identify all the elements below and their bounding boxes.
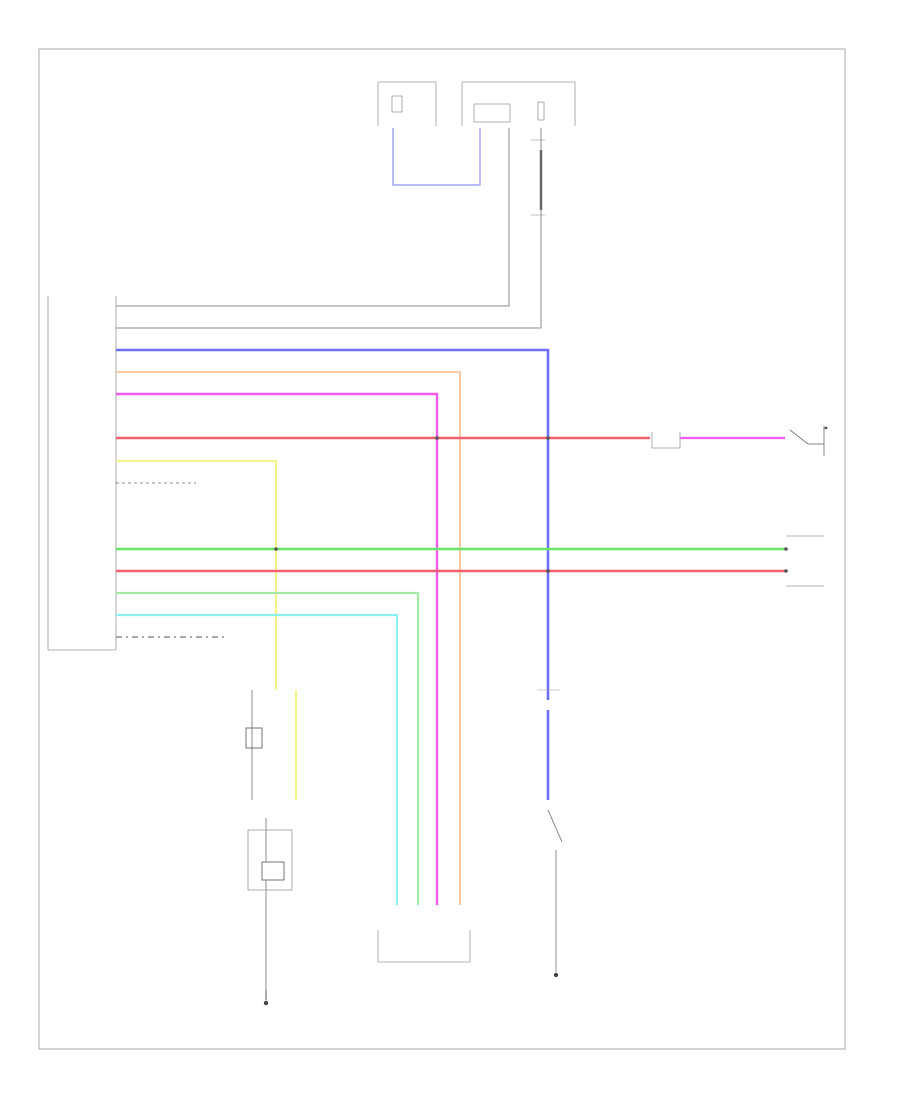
trans-unit-block <box>377 930 471 963</box>
junction-dot <box>435 436 439 440</box>
rear-connector-block <box>247 818 293 990</box>
right-lower-switch <box>537 689 563 972</box>
diagram-frame <box>38 48 846 1050</box>
wire-light-green <box>116 591 420 905</box>
wire-top-dark-1 <box>116 128 510 307</box>
wire-cyan <box>116 613 399 905</box>
right-switch-block <box>651 432 681 449</box>
ground-left <box>263 990 269 1006</box>
switch-mid-block <box>245 680 297 800</box>
back-door-switch <box>784 535 824 587</box>
ecu-main-block <box>47 296 117 651</box>
top-right-fuse-block <box>461 81 576 126</box>
wire-top-dark-2 <box>116 128 542 329</box>
ground-right <box>553 972 559 978</box>
joint-connector-top <box>531 139 545 216</box>
rear-right-sensor <box>789 426 828 456</box>
junction-dot <box>546 569 550 573</box>
wire-fuse-blue <box>392 128 481 186</box>
top-left-fuse-block <box>377 81 437 126</box>
wire-blue <box>116 348 550 690</box>
wire-yellow <box>116 460 277 680</box>
wire-magenta <box>116 392 439 905</box>
junction-dot <box>546 436 550 440</box>
wire-orange <box>116 371 461 905</box>
junction-dot <box>274 547 278 551</box>
